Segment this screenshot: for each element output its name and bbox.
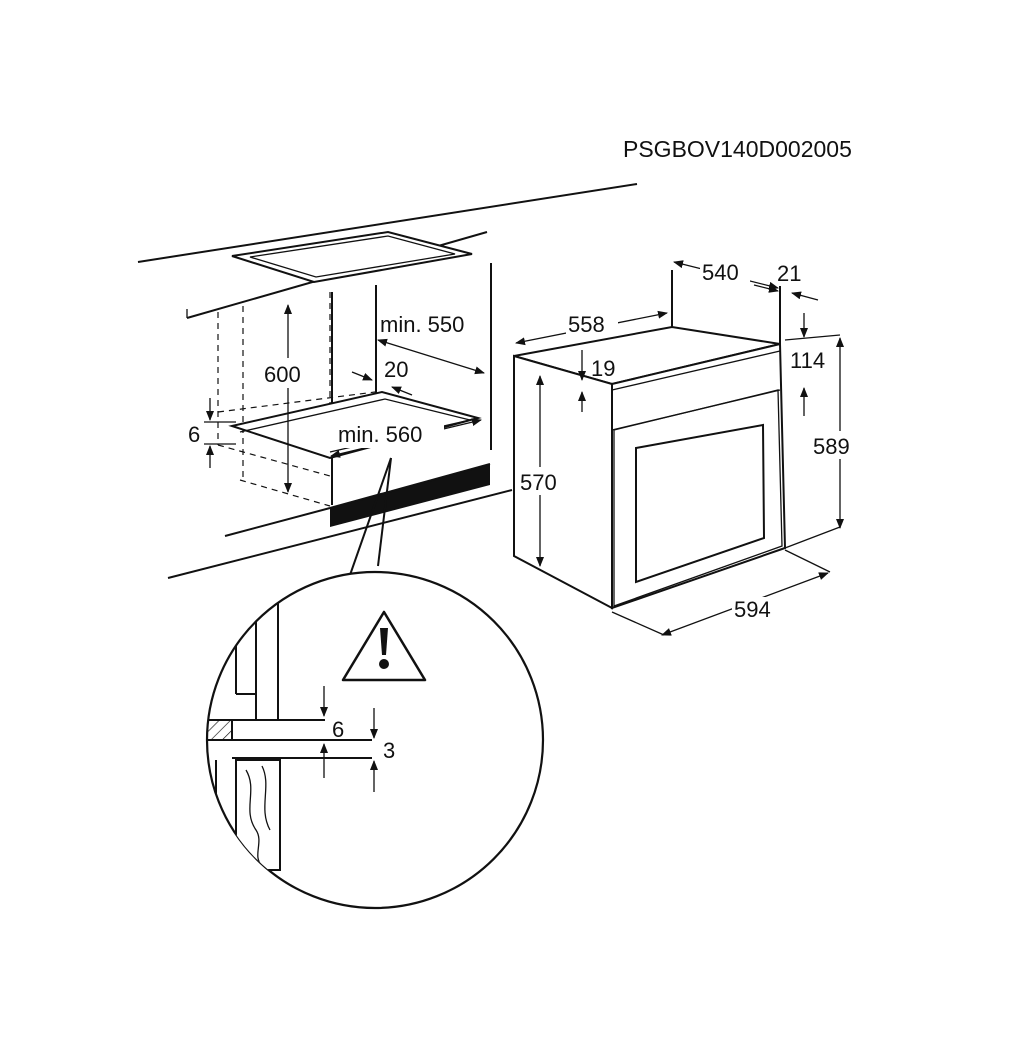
dim-114: 114: [790, 348, 825, 373]
oven-dimensions: 540 21 558 19 114 589 570 594: [515, 258, 862, 636]
dim-594: 594: [734, 597, 771, 622]
dim-detail-6: 6: [332, 717, 344, 742]
dim-558: 558: [568, 312, 605, 337]
oven-window: [635, 423, 766, 584]
dim-570: 570: [520, 470, 557, 495]
dim-21: 21: [777, 261, 801, 286]
dim-min-560: min. 560: [338, 422, 422, 447]
cabinet-dimensions: 600 min. 550 20 min. 560 6: [188, 304, 485, 493]
dim-6-shelf: 6: [188, 422, 200, 447]
dim-600: 600: [264, 362, 301, 387]
oven: [513, 270, 841, 610]
drawing-code: PSGBOV140D002005: [623, 136, 852, 162]
dim-540: 540: [702, 260, 739, 285]
dim-detail-3: 3: [383, 738, 395, 763]
dim-589: 589: [813, 434, 850, 459]
warning-triangle-icon: [341, 610, 427, 682]
detail-callout: 6 3: [205, 457, 545, 910]
dim-19: 19: [591, 356, 615, 381]
plinth-vent: [330, 464, 490, 527]
dim-20: 20: [384, 357, 408, 382]
dim-min-550: min. 550: [380, 312, 464, 337]
